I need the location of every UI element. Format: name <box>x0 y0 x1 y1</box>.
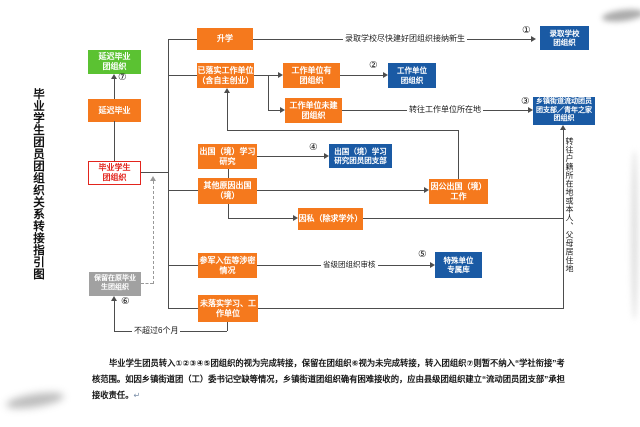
connector <box>340 75 383 77</box>
marker-4: ④ <box>309 142 318 153</box>
edge-label-to-school: 录取学校尽快建好团组织接纳新生 <box>343 34 467 44</box>
marker-1: ① <box>522 25 531 36</box>
connector <box>141 172 168 174</box>
connector <box>168 75 197 77</box>
arrowhead <box>280 107 285 113</box>
node-private-abroad: 因私（除求学外） <box>298 208 363 230</box>
node-special-unit-db: 特殊单位 专属库 <box>435 252 482 278</box>
connector-dashed <box>153 181 154 284</box>
edge-label-to-township: 转往工作单位所在地 <box>407 105 483 115</box>
marker-5: ⑤ <box>418 249 427 260</box>
connector <box>257 190 424 192</box>
connector <box>114 79 116 99</box>
connector <box>168 308 198 310</box>
diagram-title: 毕业学生团员团组织关系转接指引图 <box>32 88 44 280</box>
connector <box>227 93 229 130</box>
node-further-study: 升学 <box>197 28 253 50</box>
connector <box>458 130 460 179</box>
page-shadow-bottom-left <box>5 389 65 412</box>
marker-2: ② <box>369 60 378 71</box>
node-public-abroad-work: 因公出国（境） 工作 <box>429 179 488 204</box>
edge-label-provincial-review: 省级团组织审核 <box>321 260 378 270</box>
node-military-classified: 参军入伍等涉密 情况 <box>198 253 257 278</box>
node-abroad-other: 其他原因出国 （境） <box>198 178 257 204</box>
arrowhead <box>430 262 435 268</box>
page-shadow-right-edge <box>631 150 638 320</box>
paragraph-mark: ↵ <box>133 391 141 400</box>
edge-label-six-months: 不超过6个月 <box>132 326 181 336</box>
arrowhead <box>528 107 533 113</box>
connector <box>114 121 116 161</box>
node-work-league-org: 工作单位 团组织 <box>388 63 436 88</box>
connector-dashed <box>141 283 153 284</box>
connector <box>268 75 279 77</box>
marker-7: ⑦ <box>118 72 127 83</box>
node-abroad-study: 出国（境）学习 研究 <box>198 144 257 169</box>
node-secured-work: 已落实工作单位 （含自主创业） <box>197 63 254 88</box>
connector <box>228 169 230 178</box>
footnote: 毕业学生团员转入①②③④⑤团组织的视为完成转接，保留在团组织⑥视为未完成转接，转… <box>92 355 565 404</box>
arrowhead <box>224 88 230 93</box>
connector <box>257 156 324 158</box>
arrowhead <box>150 176 156 181</box>
arrowhead <box>278 72 283 78</box>
connector <box>168 265 198 267</box>
node-work-no-org: 工作单位未建 团组织 <box>285 98 342 123</box>
node-school-league-org: 录取学校 团组织 <box>540 26 589 50</box>
page-shadow-top-right <box>601 7 640 24</box>
connector <box>268 75 270 110</box>
marker-3: ③ <box>521 96 530 107</box>
node-grad-student-org: 毕业学生 团组织 <box>88 161 141 185</box>
footnote-line-3: 接收责任。↵ <box>92 390 141 400</box>
arrowhead <box>293 215 298 221</box>
connector <box>227 322 229 331</box>
node-township-mobile-org: 乡镇街道流动团员 团支部／青年之家 团组织 <box>533 97 595 125</box>
node-keep-original-org: 保留在原毕业 生团组织 <box>89 272 141 296</box>
connector <box>563 130 565 309</box>
arrowhead <box>383 72 388 78</box>
arrowhead <box>531 36 536 42</box>
marker-6: ⑥ <box>121 296 130 307</box>
arrowhead <box>111 296 117 301</box>
edge-label-household: 转往户籍所在地或本人、父母居住地 <box>565 137 574 273</box>
node-delayed-grad: 延迟毕业 <box>88 99 141 122</box>
connector <box>227 130 459 132</box>
arrowhead <box>560 125 566 130</box>
node-delayed-grad-org: 延迟毕业 团组织 <box>88 50 141 74</box>
connector <box>268 110 280 112</box>
connector <box>168 190 198 192</box>
connector <box>114 301 116 331</box>
node-abroad-study-branch: 出国（境）学习 研究团员团支部 <box>329 144 392 168</box>
connector <box>363 218 564 220</box>
connector <box>168 39 197 41</box>
node-unsecured-work: 未落实学习、工 作单位 <box>198 295 258 322</box>
footnote-line-1: 毕业学生团员转入①②③④⑤团组织的视为完成转接，保留在团组织⑥视为未完成转接，转… <box>109 358 565 368</box>
connector <box>228 204 230 218</box>
node-work-has-org: 工作单位有 团组织 <box>283 63 340 88</box>
connector <box>258 308 564 310</box>
connector <box>254 75 268 77</box>
footnote-line-2: 核范围。如因乡镇街道团（工）委书记空缺等情况，乡镇街道团组织确有困难接收的，应由… <box>92 374 565 384</box>
arrowhead <box>424 187 429 193</box>
connector-trunk <box>168 39 170 308</box>
connector <box>228 218 293 220</box>
arrowhead <box>324 153 329 159</box>
arrowhead <box>111 74 117 79</box>
